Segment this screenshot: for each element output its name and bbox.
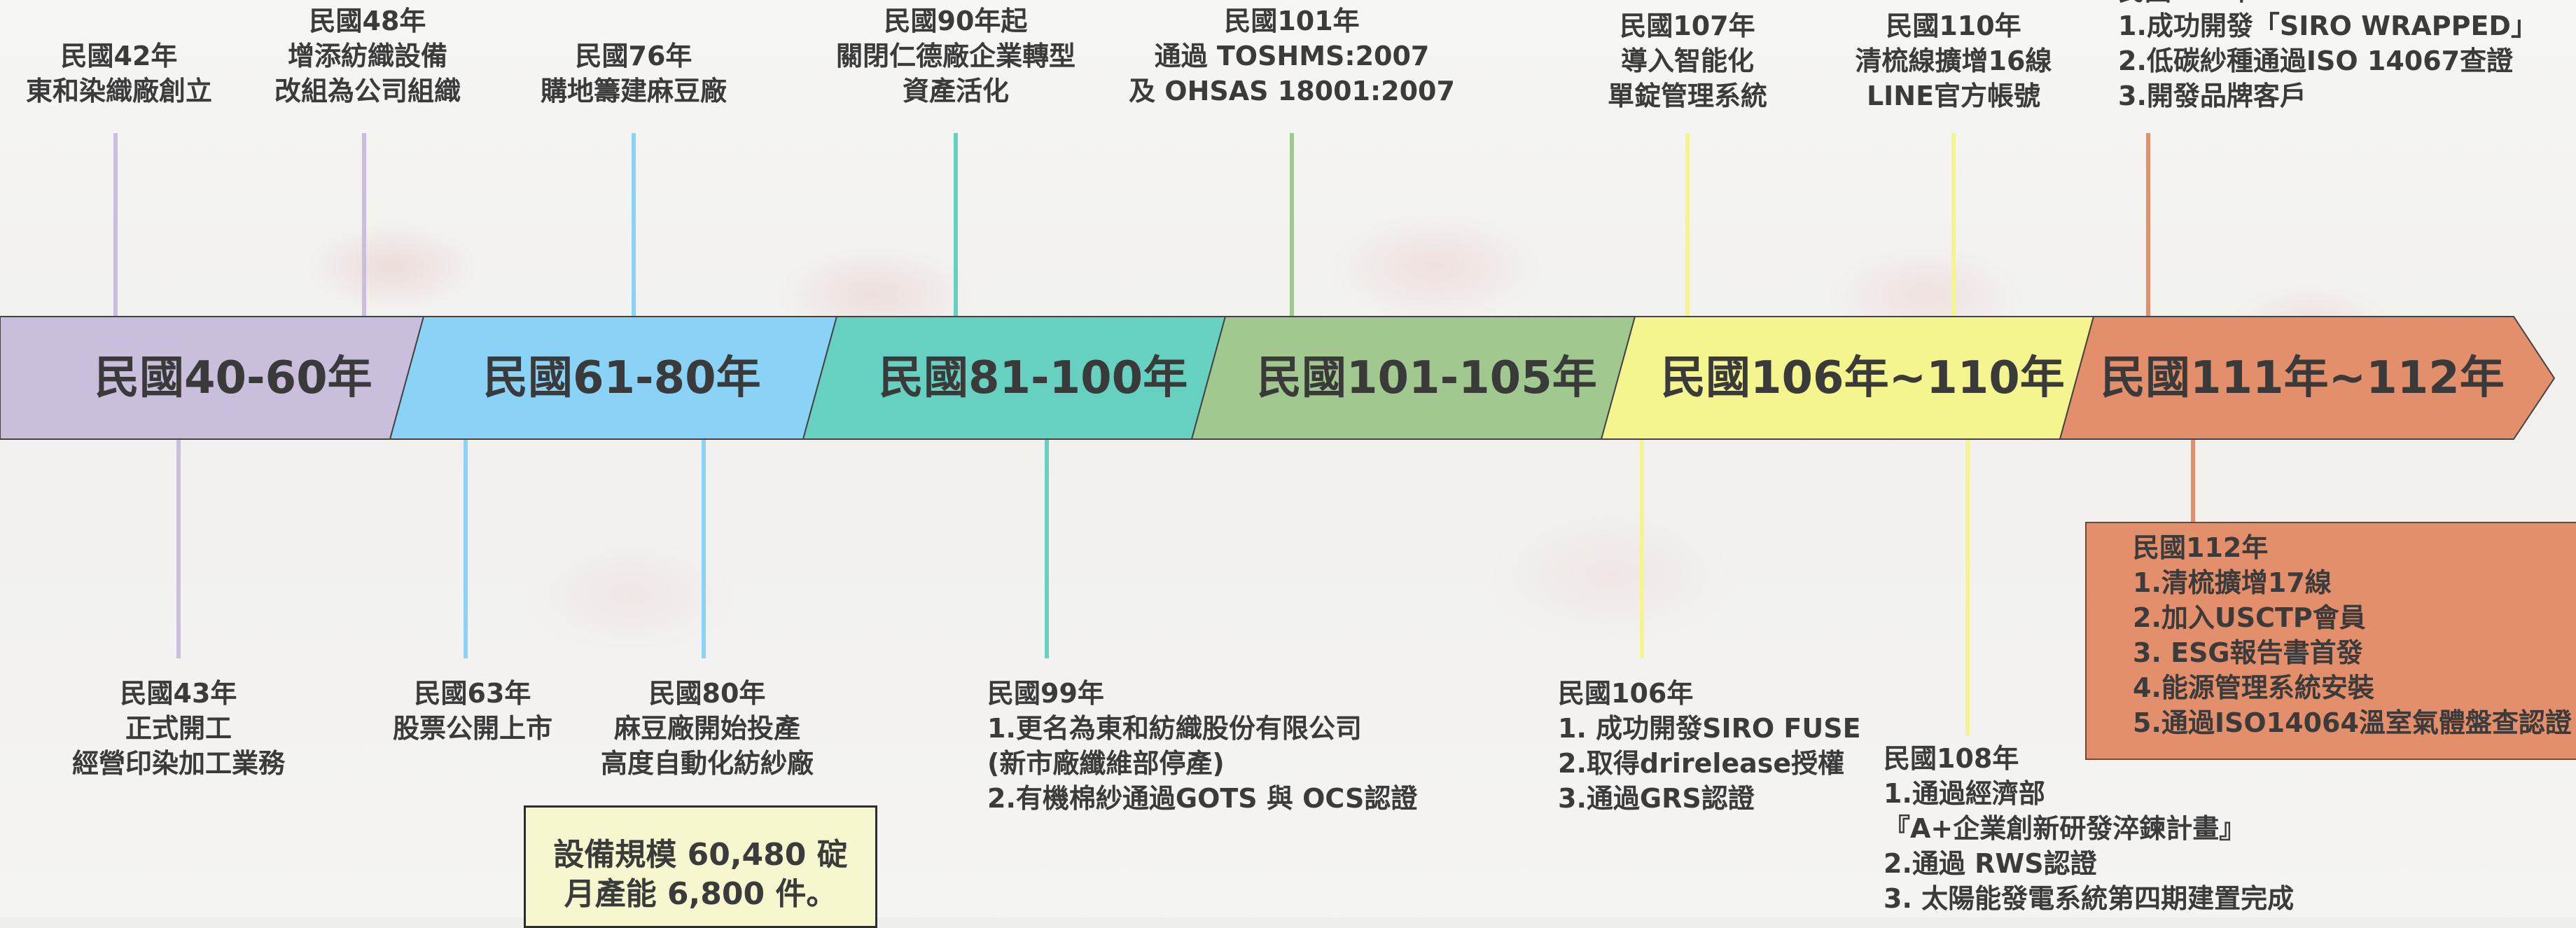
event-line: 1.通過經濟部 [1884,778,2045,809]
event-line: 2.取得drirelease授權 [1558,748,1845,779]
period-label-81-100: 民國81-100年 [879,352,1188,404]
event-top-48: 民國48年 增添紡織設備 改組為公司組織 [252,4,483,109]
event-line: 3.通過GRS認證 [1558,783,1755,814]
event-line: 通過 TOSHMS:2007 [1154,41,1430,71]
event-line: 民國42年 [60,41,178,71]
event-bottom-43: 民國43年 正式開工 經營印染加工業務 [49,676,308,781]
event-112-text: 民國112年 1.清梳擴增17線 2.加入USCTP會員 3. ESG報告書首發… [2133,530,2576,740]
event-line: 5.通過ISO14064溫室氣體盤查認證 [2133,707,2572,738]
event-line: 2.低碳紗種通過ISO 14067查證 [2118,46,2514,76]
event-line: 民國76年 [575,41,692,71]
event-line: 民國80年 [648,678,766,709]
event-line: 2.加入USCTP會員 [2133,602,2366,633]
event-line: (新市廠纖維部停產) [987,748,1225,779]
event-line: 單錠管理系統 [1607,81,1767,111]
event-line: 關閉仁德廠企業轉型 [835,41,1075,71]
period-label-40-60: 民國40-60年 [95,352,373,404]
event-top-42: 民國42年 東和染織廠創立 [7,39,231,109]
event-top-76: 民國76年 購地籌建麻豆廠 [518,39,749,109]
event-line: 2.有機棉紗通過GOTS 與 OCS認證 [987,783,1418,814]
event-top-90: 民國90年起 關閉仁德廠企業轉型 資產活化 [809,4,1103,109]
event-top-107: 民國107年 導入智能化 單錠管理系統 [1582,8,1792,113]
event-line: 民國106年 [1558,678,1694,709]
event-line: 民國48年 [309,6,426,36]
event-bottom-108: 民國108年 1.通過經濟部 『A+企業創新研發淬鍊計畫』 2.通過 RWS認證… [1884,741,2294,916]
event-line: 『A+企業創新研發淬鍊計畫』 [1884,813,2246,844]
event-top-101: 民國101年 通過 TOSHMS:2007 及 OHSAS 18001:2007 [1117,4,1467,109]
period-label-101-105: 民國101-105年 [1257,352,1597,404]
event-line: 1.清梳擴增17線 [2133,567,2332,598]
event-line: 民國108年 [1884,743,2019,774]
event-line: 民國111年 [2118,0,2537,8]
event-line: 4.能源管理系統安裝 [2133,672,2374,703]
period-shape-6 [2059,316,2556,440]
event-top-110: 民國110年 清梳線擴增16線 LINE官方帳號 [1834,8,2073,113]
connector-lines [113,133,2195,735]
period-label-111-112: 民國111年~112年 [2101,352,2505,404]
period-label-61-80: 民國61-80年 [483,352,761,404]
event-line: 增添紡織設備 [287,41,447,71]
event-line: 麻豆廠開始投產 [613,713,800,744]
event-line: 民國43年 [120,678,237,709]
event-line: 高度自動化紡紗廠 [600,748,814,779]
event-line: 正式開工 [125,713,232,744]
capacity-note-box: 設備規模 60,480 碇 月產能 6,800 件。 [524,805,877,928]
event-line: 1.成功開發「SIRO WRAPPED」 [2118,11,2537,41]
event-bottom-106: 民國106年 1. 成功開發SIRO FUSE 2.取得drirelease授權… [1558,676,1861,816]
capacity-note-text: 設備規模 60,480 碇 月產能 6,800 件。 [526,808,875,914]
event-line: 3. ESG報告書首發 [2133,637,2363,668]
event-line: 民國112年 [2133,532,2269,563]
event-bottom-80: 民國80年 麻豆廠開始投產 高度自動化紡紗廠 [578,676,837,781]
event-bottom-99: 民國99年 1.更名為東和紡織股份有限公司 (新市廠纖維部停產) 2.有機棉紗通… [987,676,1417,816]
event-line: 民國101年 [1224,6,1360,36]
event-line: LINE官方帳號 [1866,81,2041,111]
event-line: 購地籌建麻豆廠 [540,76,727,106]
event-line: 民國99年 [987,678,1104,709]
event-bottom-63: 民國63年 股票公開上市 [371,676,574,746]
event-line: 民國107年 [1620,11,1755,41]
period-label-106-110: 民國106年~110年 [1661,352,2065,404]
event-line: 導入智能化 [1620,46,1754,76]
event-line: 改組為公司組織 [274,76,461,106]
capacity-line: 月產能 6,800 件。 [564,876,837,912]
capacity-line: 設備規模 60,480 碇 [553,837,848,873]
event-line: 民國90年起 [884,6,1028,36]
event-line: 1.更名為東和紡織股份有限公司 [987,713,1362,744]
event-line: 3. 太陽能發電系統第四期建置完成 [1884,883,2295,914]
event-line: 東和染織廠創立 [25,76,212,106]
event-line: 民國63年 [414,678,531,709]
event-line: 民國110年 [1886,11,2021,41]
event-line: 3.開發品牌客戶 [2118,81,2306,111]
event-box-112: 民國112年 1.清梳擴增17線 2.加入USCTP會員 3. ESG報告書首發… [2085,522,2576,760]
event-line: 2.通過 RWS認證 [1884,848,2097,879]
event-line: 1. 成功開發SIRO FUSE [1558,713,1861,744]
event-line: 資產活化 [902,76,1009,106]
event-line: 股票公開上市 [392,713,552,744]
event-line: 清梳線擴增16線 [1855,46,2052,76]
event-line: 及 OHSAS 18001:2007 [1129,76,1455,106]
event-top-111: 民國111年 1.成功開發「SIRO WRAPPED」 2.低碳紗種通過ISO … [2118,0,2537,113]
event-line: 經營印染加工業務 [71,748,285,779]
